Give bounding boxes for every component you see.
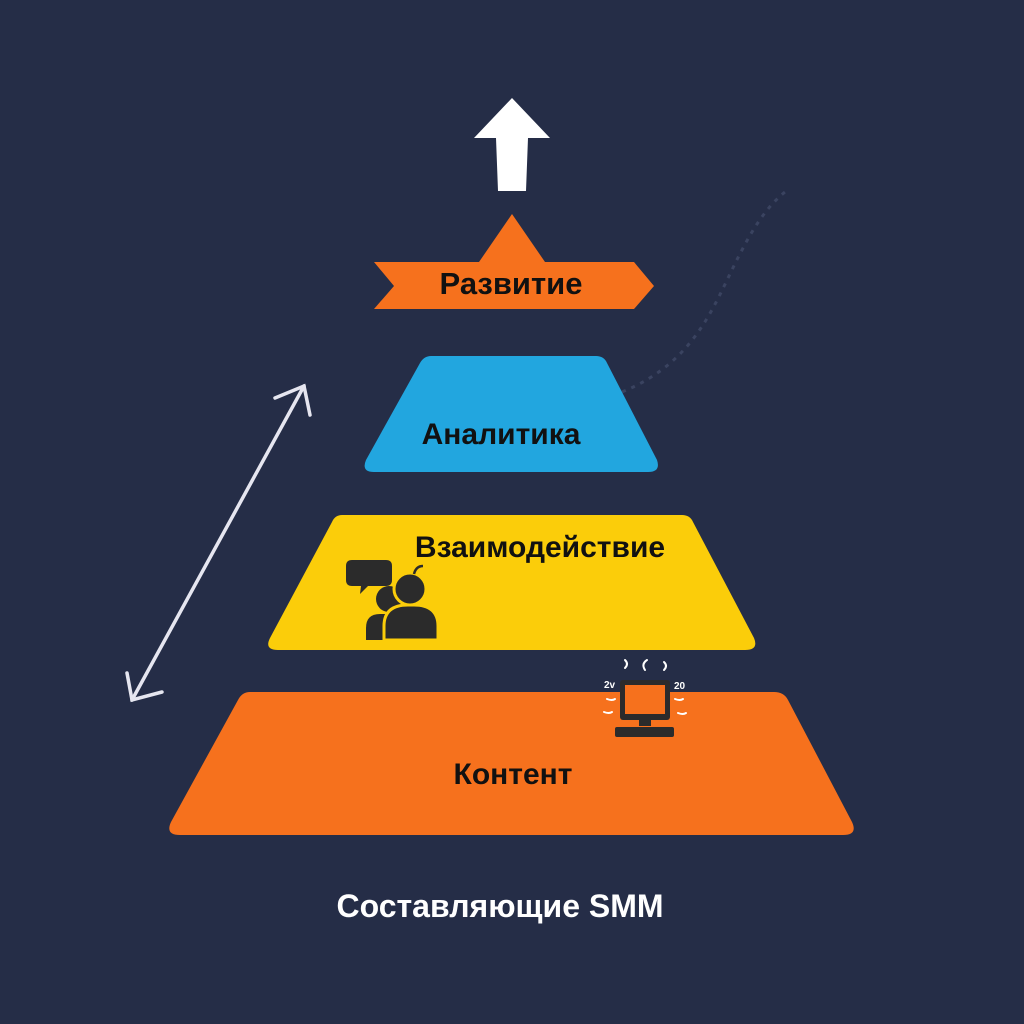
diagram-caption: Составляющие SMM bbox=[336, 888, 663, 924]
level-development-peak bbox=[479, 214, 545, 262]
level-content-shape bbox=[169, 692, 854, 835]
level-development-label: Развитие bbox=[440, 266, 583, 301]
level-development: Развитие bbox=[374, 214, 654, 309]
people-chat-icon bbox=[346, 560, 440, 642]
level-analytics-label: Аналитика bbox=[422, 418, 581, 451]
level-content-label: Контент bbox=[454, 758, 573, 791]
computer-icon-mark-right: 20 bbox=[674, 681, 686, 692]
computer-icon: 2v 20 bbox=[603, 659, 687, 737]
level-development-ribbon bbox=[374, 262, 654, 309]
level-interaction-label: Взаимодействие bbox=[415, 531, 665, 564]
level-interaction: Взаимодействие bbox=[268, 515, 756, 650]
level-content: Контент 2v 20 bbox=[169, 659, 854, 835]
up-arrow-icon bbox=[474, 98, 550, 191]
decorative-curve bbox=[621, 190, 786, 394]
level-analytics: Аналитика bbox=[364, 356, 658, 472]
double-arrow-icon bbox=[125, 383, 312, 703]
computer-icon-mark-left: 2v bbox=[604, 680, 616, 691]
level-analytics-shape bbox=[364, 356, 658, 472]
